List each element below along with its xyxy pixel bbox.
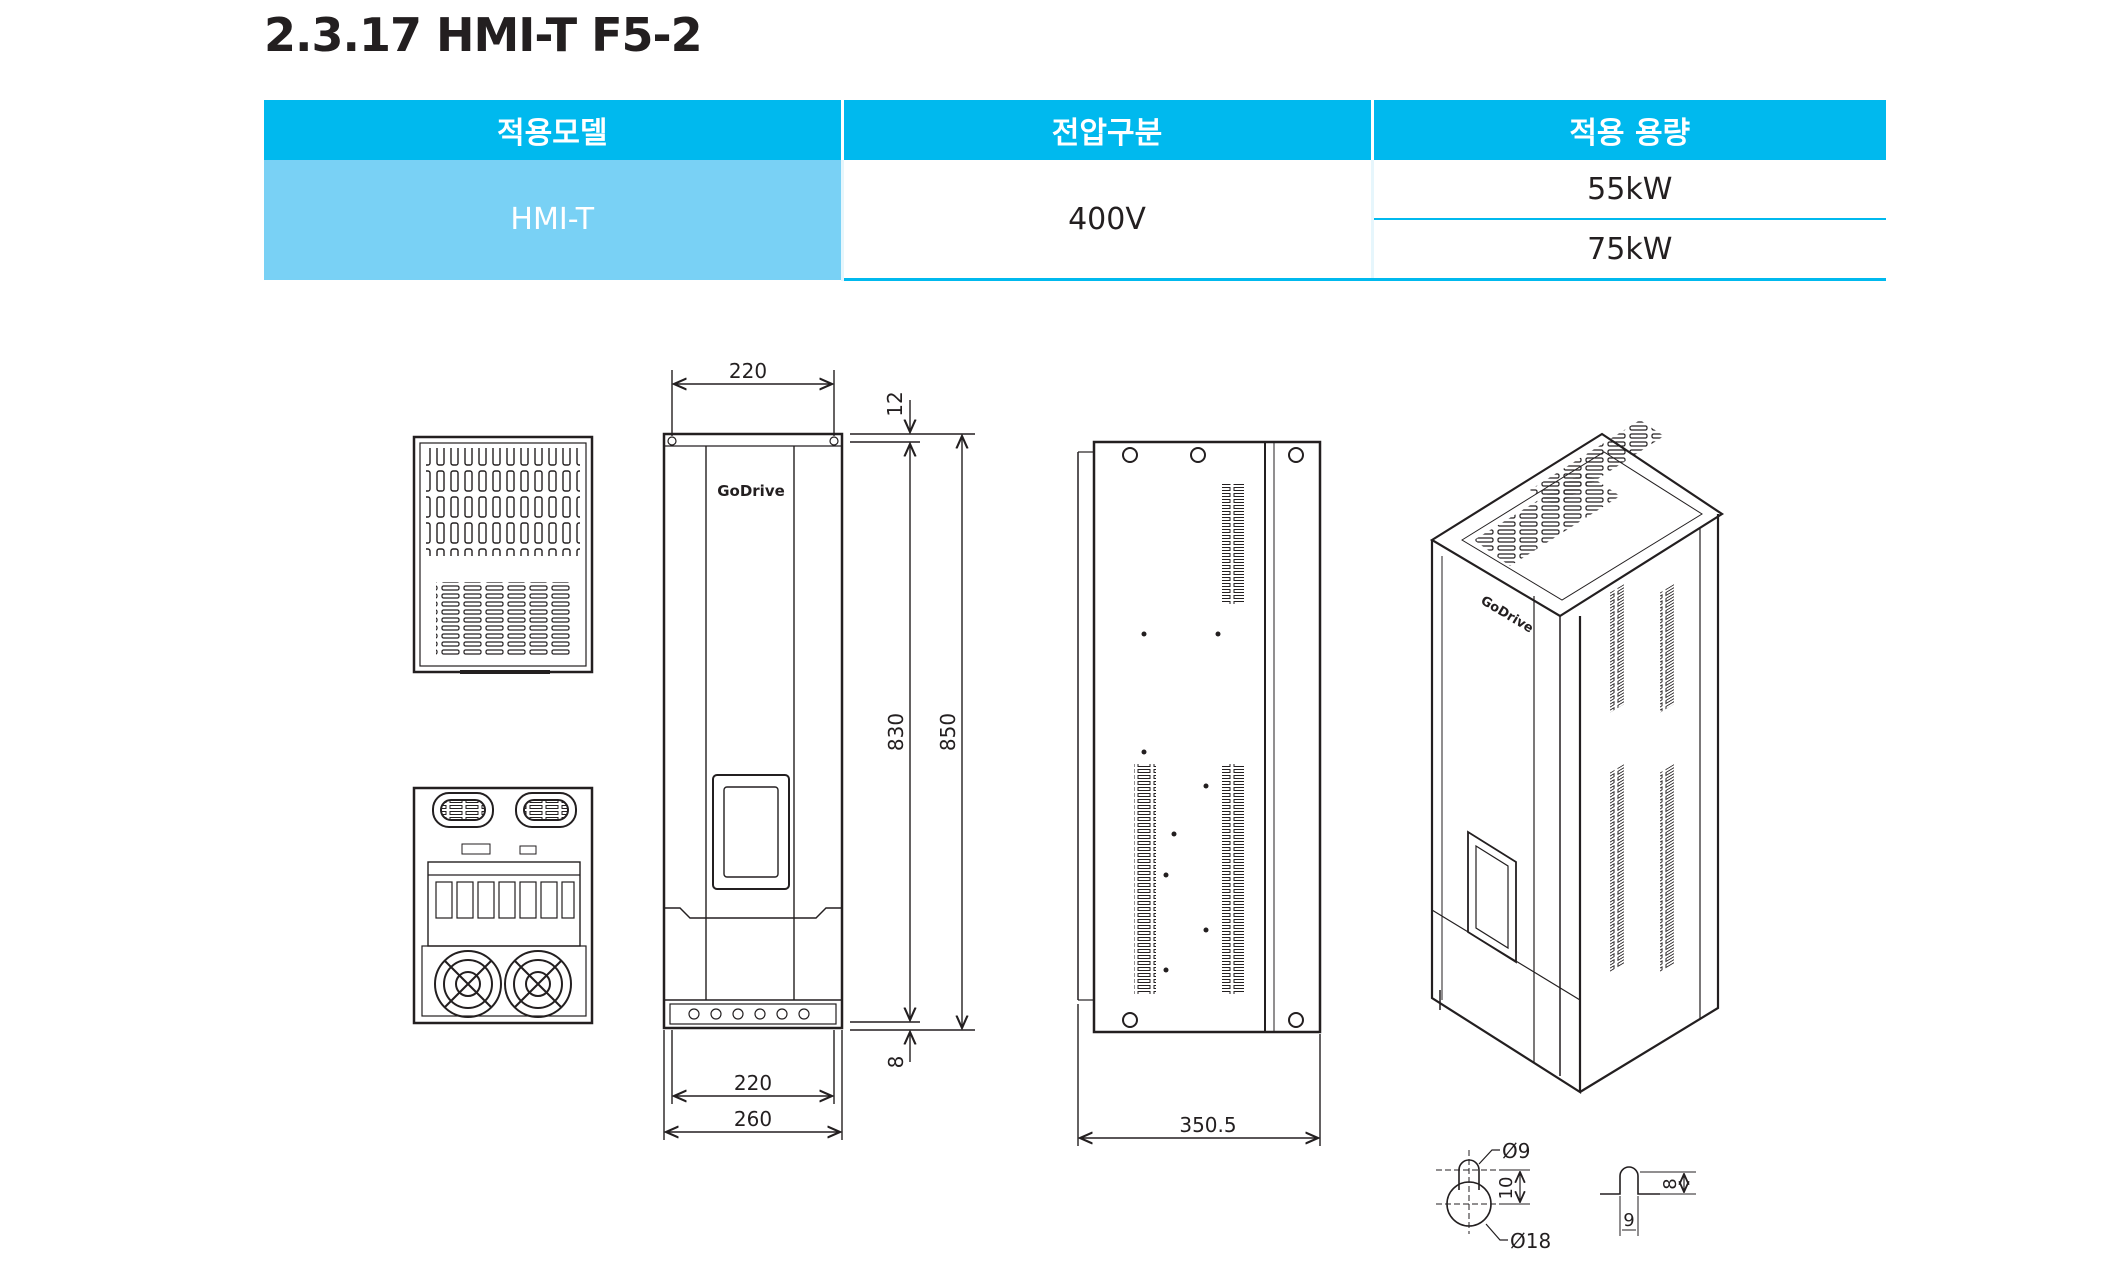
table-row: 75kW	[264, 219, 1886, 281]
dim-total-width: 260	[734, 1107, 772, 1131]
table-row: HMI-T 400V 55kW	[264, 160, 1886, 281]
bottom-view	[412, 786, 594, 1025]
table-header-row: 적용모델 전압구분 적용 용량	[264, 100, 1886, 160]
hole-large-diameter: Ø18	[1510, 1229, 1551, 1253]
isometric-view	[1429, 420, 1725, 1095]
dim-depth: 350.5	[1179, 1113, 1236, 1137]
front-view	[662, 432, 844, 1030]
iso-brand-logo: GoDrive	[1478, 593, 1536, 636]
dim-total-height: 850	[936, 713, 960, 751]
header-capacity: 적용 용량	[1372, 100, 1886, 160]
capacity-cell: 55kW	[1372, 160, 1886, 220]
page-title: 2.3.17 HMI-T F5-2	[264, 8, 703, 62]
hole-offset: 10	[1496, 1177, 1517, 1200]
top-view	[412, 435, 594, 674]
dim-bottom-margin: 8	[884, 1056, 908, 1069]
brand-logo: GoDrive	[717, 482, 785, 500]
voltage-cell: 400V	[842, 160, 1374, 281]
spec-table: 적용모델 전압구분 적용 용량 HMI-T 400V 55kW 75kW	[264, 100, 1886, 281]
hole-small-diameter: Ø9	[1502, 1139, 1530, 1163]
dim-hole-height: 830	[884, 713, 908, 751]
header-model: 적용모델	[264, 100, 844, 160]
dim-hole-width-bottom: 220	[734, 1071, 772, 1095]
header-voltage: 전압구분	[842, 100, 1374, 160]
side-view	[1077, 440, 1322, 1034]
slot-height: 8	[1660, 1178, 1681, 1189]
slot-width: 9	[1623, 1210, 1634, 1231]
hole-details	[1436, 1149, 1696, 1241]
model-cell: HMI-T	[264, 160, 844, 280]
capacity-cell: 75kW	[1372, 219, 1886, 281]
dim-top-margin: 12	[883, 391, 907, 416]
dimension-lines	[663, 370, 1321, 1146]
dim-width-top: 220	[729, 359, 767, 383]
